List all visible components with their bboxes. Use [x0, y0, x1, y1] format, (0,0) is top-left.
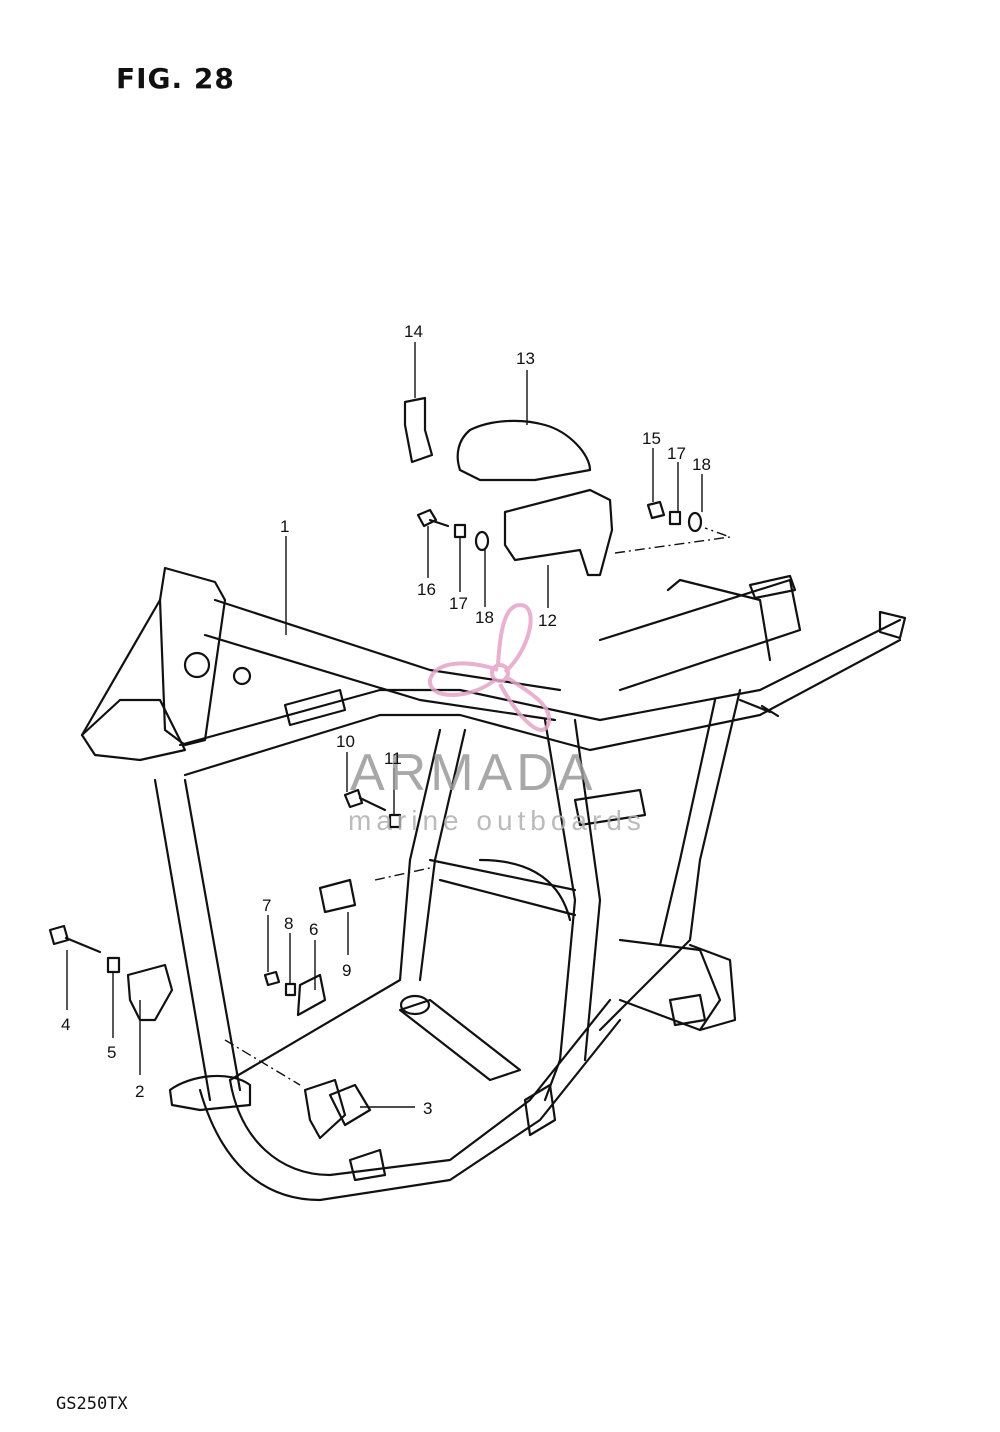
part-5-nut	[106, 956, 121, 974]
watermark-logo	[428, 602, 552, 732]
callout-17-lower: 17	[449, 594, 468, 613]
callout-18-lower: 18	[475, 608, 494, 627]
watermark: ARMADA marine outboards	[348, 602, 646, 836]
callout-13: 13	[516, 349, 535, 368]
model-code: GS250TX	[56, 1394, 128, 1414]
lower-cradle	[198, 1018, 622, 1202]
callout-14: 14	[404, 322, 423, 341]
part-10-bolt	[343, 788, 387, 812]
callout-8: 8	[284, 914, 293, 933]
callout-10: 10	[336, 732, 355, 751]
part-16-bolt	[416, 508, 450, 528]
steering-head	[158, 566, 227, 747]
callout-15: 15	[642, 429, 661, 448]
upper-rail	[178, 618, 902, 747]
part-2-plate	[126, 963, 174, 1022]
part-9-plate	[318, 878, 357, 914]
part-8-nut	[284, 982, 297, 997]
watermark-tagline: marine outboards	[348, 805, 646, 836]
callout-1: 1	[280, 517, 289, 536]
callout-6: 6	[309, 920, 318, 939]
part-18-washer-a	[474, 530, 490, 552]
callout-11: 11	[384, 749, 402, 768]
callout-17-upper: 17	[667, 444, 686, 463]
callout-4: 4	[61, 1015, 70, 1034]
part-13-cover	[456, 419, 592, 482]
callout-9: 9	[342, 961, 351, 980]
callout-18-upper: 18	[692, 455, 711, 474]
part-11-nut	[388, 813, 402, 829]
callout-5: 5	[107, 1043, 116, 1062]
part-15-bolt	[646, 500, 666, 520]
callout-16: 16	[417, 580, 436, 599]
part-4-bolt	[48, 924, 102, 954]
center-down-tubes	[228, 728, 442, 1082]
part-6-plate	[296, 973, 327, 1017]
part-17-nut-a	[453, 523, 467, 539]
down-tube-front	[153, 778, 212, 1102]
part-17-nut-b	[668, 510, 682, 526]
callout-3: 3	[423, 1099, 432, 1118]
part-18-washer-b	[687, 511, 703, 533]
callout-7: 7	[262, 896, 271, 915]
part-14-strap	[403, 396, 434, 464]
part-7-bolt	[263, 970, 281, 987]
watermark-brand: ARMADA	[350, 744, 596, 802]
callout-2: 2	[135, 1082, 144, 1101]
part-3-plate	[303, 1078, 347, 1140]
callout-12: 12	[538, 611, 557, 630]
figure-title: FIG. 28	[116, 62, 235, 95]
part-12-bracket	[503, 488, 614, 577]
